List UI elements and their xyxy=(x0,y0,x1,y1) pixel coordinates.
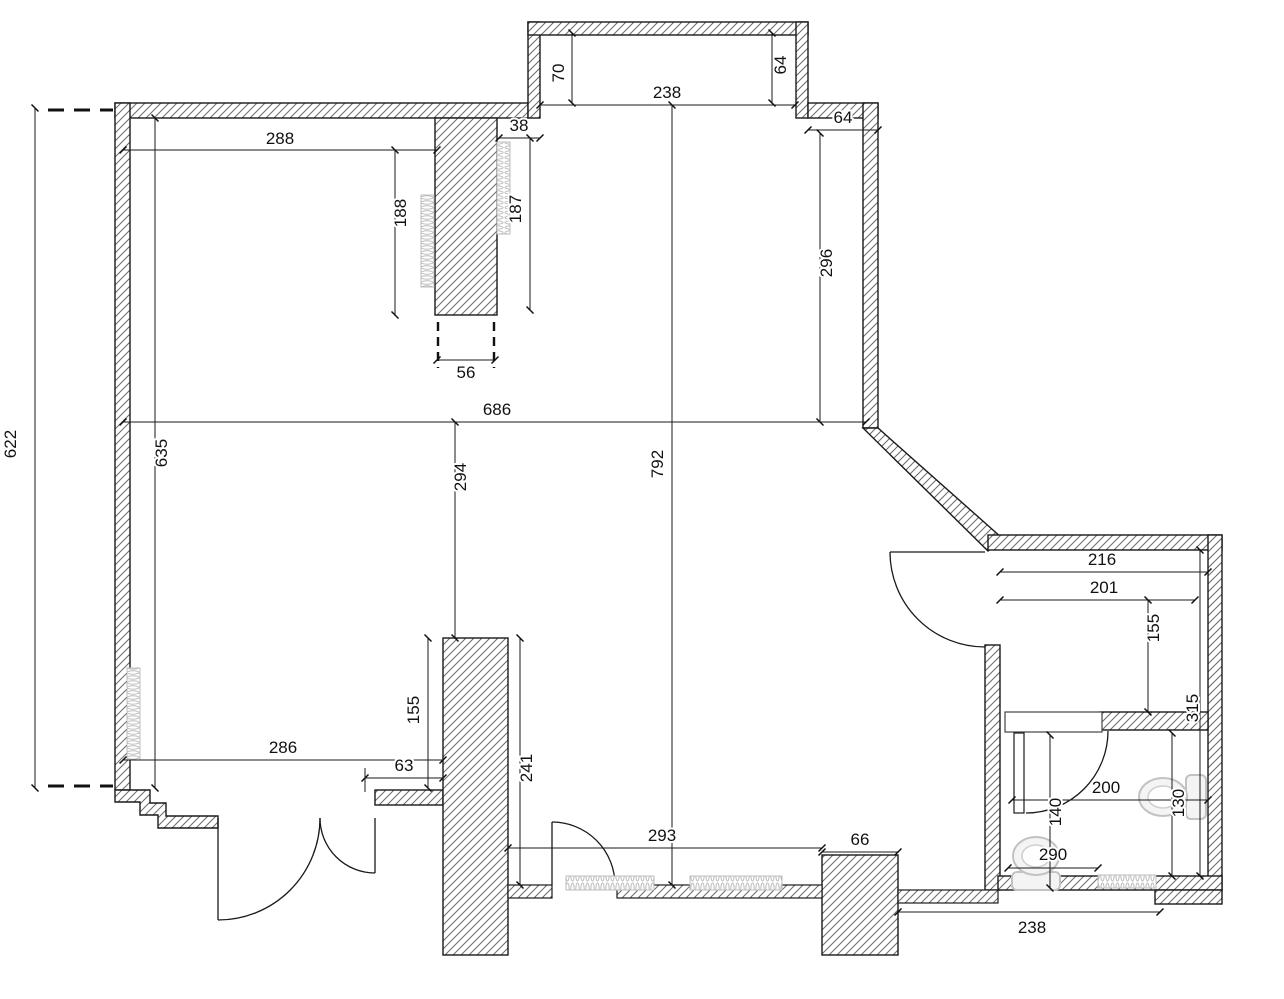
radiator-bottom-1 xyxy=(565,875,655,891)
dim-label-238-top: 238 xyxy=(653,83,681,102)
dim-label-635: 635 xyxy=(152,439,171,467)
wall-bottom-3 xyxy=(897,889,999,904)
radiators xyxy=(126,141,1157,891)
cased-opening xyxy=(1004,711,1103,733)
dim-label-294: 294 xyxy=(451,463,470,491)
wall-diagonal xyxy=(861,427,1004,552)
radiator-pier-left xyxy=(420,194,435,288)
wall-bottom-1 xyxy=(507,884,553,899)
door-bath-arc xyxy=(889,551,986,648)
dim-label-56: 56 xyxy=(457,363,476,382)
door-main-arc xyxy=(217,817,321,921)
dim-label-155-bath: 155 xyxy=(1144,614,1163,642)
radiator-bottom-2 xyxy=(689,875,783,891)
dim-label-66: 66 xyxy=(851,830,870,849)
dim-label-622: 622 xyxy=(1,430,20,458)
dim-label-238-bottom: 238 xyxy=(1018,918,1046,937)
dim-label-188: 188 xyxy=(391,199,410,227)
dim-label-216: 216 xyxy=(1088,550,1116,569)
dimension-lines xyxy=(30,28,1213,917)
door-wc-arc xyxy=(1025,730,1109,814)
pier-bottom-center xyxy=(442,637,509,956)
wall-bottom-left-step xyxy=(114,789,219,829)
dim-label-63: 63 xyxy=(395,756,414,775)
toilet-right-tank xyxy=(1185,774,1207,820)
wall-bath-bottom-step xyxy=(1154,889,1223,905)
dim-label-155-pier: 155 xyxy=(404,696,423,724)
radiator-bath xyxy=(1097,874,1157,889)
wall-bath-top xyxy=(987,534,1223,551)
wall-bay-top xyxy=(527,21,809,36)
dim-label-293: 293 xyxy=(648,826,676,845)
wall-bay-left xyxy=(527,21,541,119)
door-bottom-arc xyxy=(551,821,616,886)
dim-label-64-topright: 64 xyxy=(834,108,853,127)
dim-label-200: 200 xyxy=(1092,778,1120,797)
pier-bottom-right xyxy=(821,854,899,956)
dim-label-64-bay: 64 xyxy=(771,56,790,75)
dim-label-686: 686 xyxy=(483,400,511,419)
dimension-labels: 288 38 70 238 64 64 296 188 187 56 686 6… xyxy=(0,54,1204,939)
dim-label-286: 286 xyxy=(269,738,297,757)
dim-label-315: 315 xyxy=(1183,694,1202,722)
door-wc-leaf xyxy=(1013,732,1025,814)
dim-label-296: 296 xyxy=(817,249,836,277)
wall-bottom-left-seg xyxy=(374,789,444,806)
pier-upper xyxy=(434,117,498,316)
dim-label-792: 792 xyxy=(648,450,667,478)
door-main2-arc xyxy=(319,817,376,874)
dim-label-201: 201 xyxy=(1090,578,1118,597)
dim-label-70: 70 xyxy=(549,64,568,83)
dim-label-187: 187 xyxy=(506,195,525,223)
doors xyxy=(217,551,1109,921)
wall-bath-right xyxy=(1207,534,1223,891)
dim-label-140: 140 xyxy=(1046,798,1065,826)
wall-bath-left xyxy=(984,644,1001,891)
dim-label-290: 290 xyxy=(1039,845,1067,864)
wall-top-left xyxy=(114,102,529,119)
dim-label-38: 38 xyxy=(510,116,529,135)
wall-right-upper xyxy=(862,102,879,429)
dim-label-130: 130 xyxy=(1169,789,1188,817)
dim-label-241: 241 xyxy=(517,754,536,782)
walls xyxy=(114,21,1223,956)
wall-bay-right xyxy=(795,21,809,119)
radiator-left-wall xyxy=(126,667,141,761)
dim-label-288: 288 xyxy=(266,129,294,148)
